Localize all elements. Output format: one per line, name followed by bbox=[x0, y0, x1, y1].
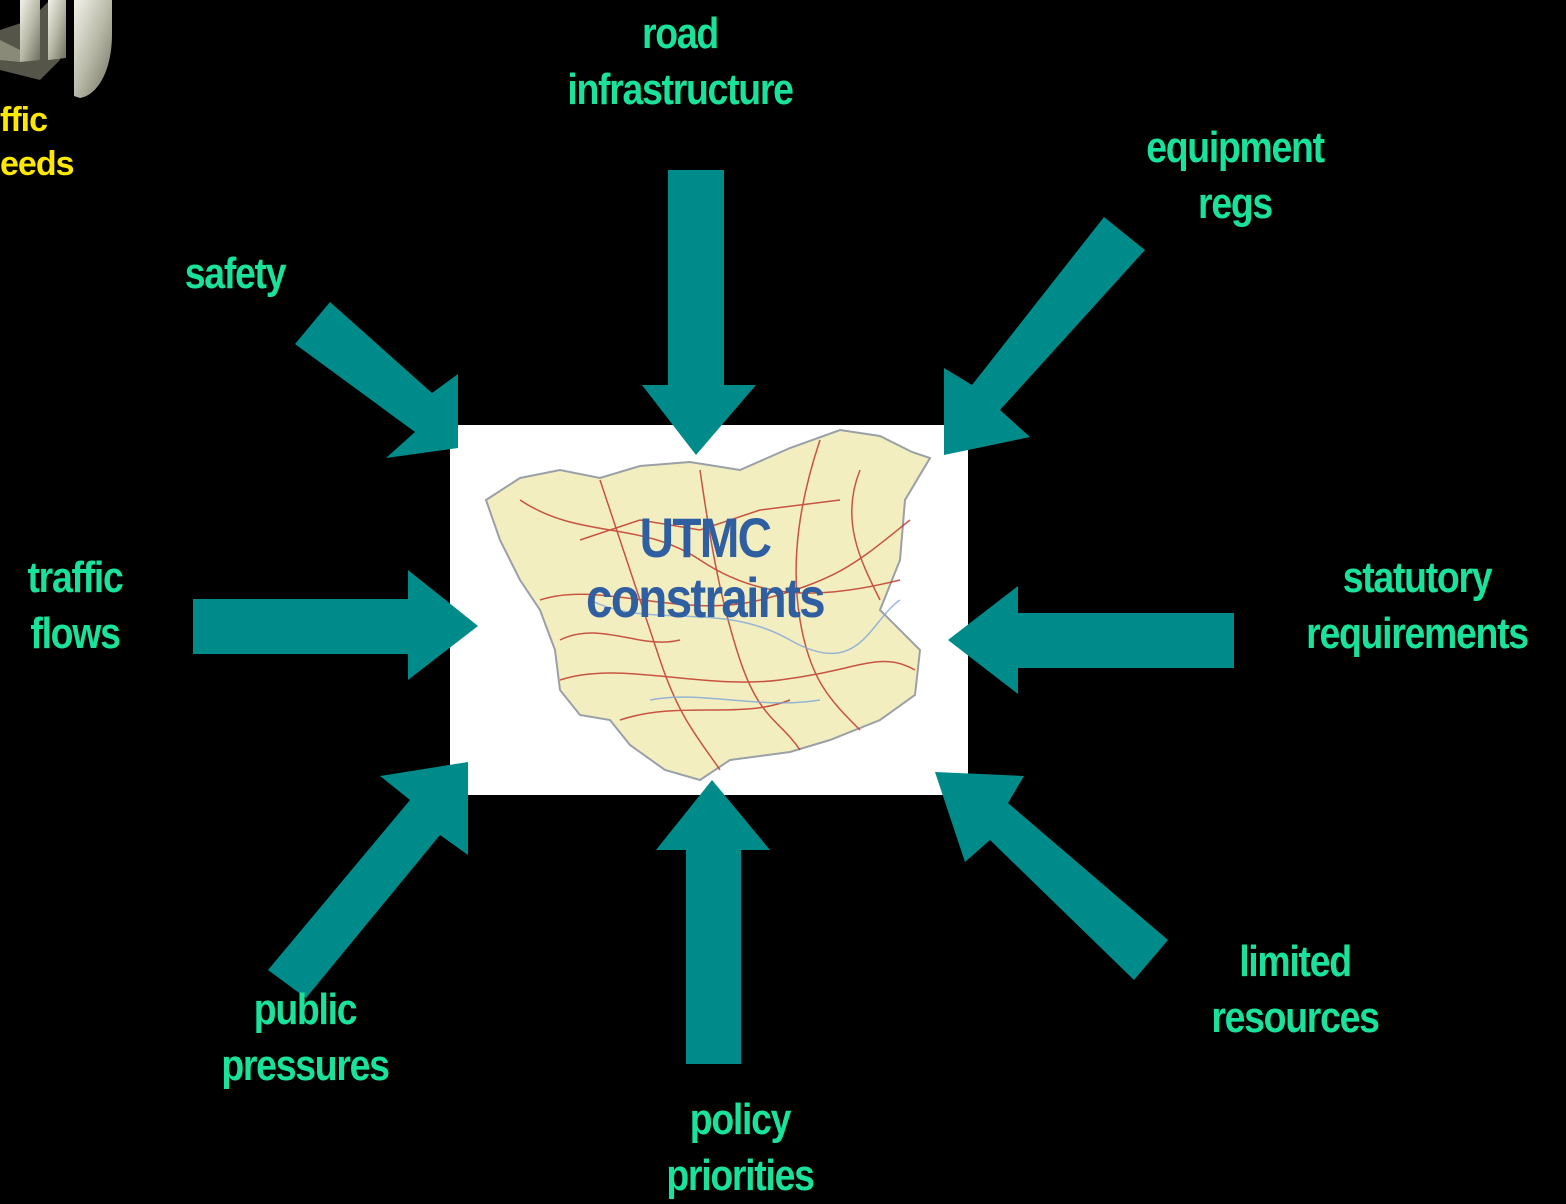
label-road-infrastructure: road infrastructure bbox=[544, 6, 816, 118]
logo-caption: ffic eeds bbox=[0, 98, 74, 186]
arrow-statutory-requirements bbox=[948, 586, 1234, 694]
center-title: UTMC constraints bbox=[565, 508, 846, 628]
label-traffic-flows: traffic flows bbox=[11, 550, 139, 662]
label-limited-resources: limited resources bbox=[1189, 934, 1402, 1046]
label-line: priorities bbox=[666, 1151, 815, 1200]
label-line: pressures bbox=[221, 1041, 390, 1090]
center-title-line-1: UTMC bbox=[639, 506, 772, 569]
arrow-traffic-flows bbox=[193, 570, 478, 680]
arrow-equipment-regs bbox=[944, 217, 1145, 455]
label-line: public bbox=[253, 985, 358, 1034]
label-line: equipment bbox=[1146, 123, 1325, 172]
arrow-policy-priorities bbox=[656, 780, 770, 1064]
label-public-pressures: public pressures bbox=[199, 982, 412, 1094]
label-line: requirements bbox=[1306, 609, 1529, 658]
label-line: policy bbox=[689, 1095, 792, 1144]
utmc-logo-graphic bbox=[0, 0, 112, 98]
label-line: traffic bbox=[27, 553, 124, 602]
logo-caption-line: eeds bbox=[0, 145, 74, 183]
label-line: regs bbox=[1198, 179, 1273, 228]
arrow-public-pressures bbox=[268, 762, 468, 998]
label-line: limited bbox=[1239, 937, 1352, 986]
label-line: flows bbox=[30, 609, 120, 658]
label-statutory-requirements: statutory requirements bbox=[1290, 550, 1543, 662]
arrow-road-infrastructure bbox=[642, 170, 756, 455]
label-equipment-regs: equipment regs bbox=[1120, 120, 1350, 232]
label-line: resources bbox=[1211, 993, 1380, 1042]
label-line: statutory bbox=[1342, 553, 1493, 602]
arrow-safety bbox=[295, 302, 458, 458]
center-title-line-2: constraints bbox=[586, 566, 826, 629]
label-line: infrastructure bbox=[567, 65, 794, 114]
label-line: road bbox=[642, 9, 719, 58]
logo-caption-line: ffic bbox=[0, 101, 48, 139]
label-policy-priorities: policy priorities bbox=[634, 1092, 847, 1204]
arrow-limited-resources bbox=[935, 772, 1168, 980]
road-map-image bbox=[484, 428, 932, 782]
label-line: safety bbox=[184, 249, 287, 298]
label-safety: safety bbox=[163, 246, 308, 302]
